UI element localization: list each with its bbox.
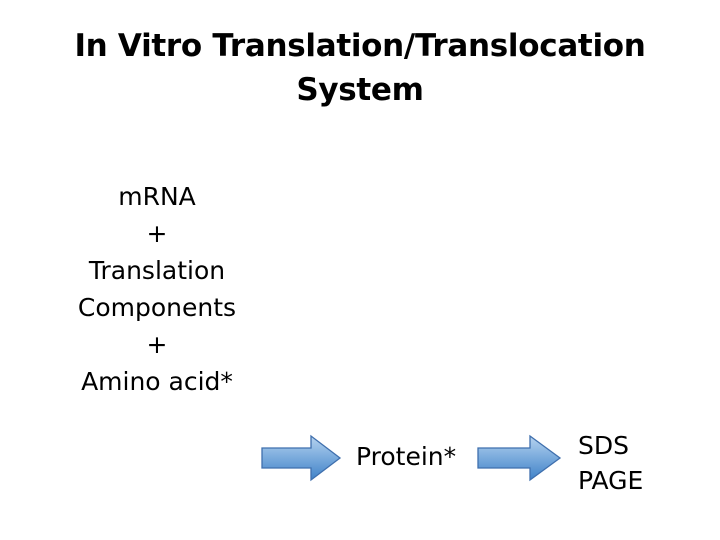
reagent-plus-2: + <box>146 330 168 359</box>
right-arrow-icon-2 <box>477 434 562 482</box>
right-arrow-icon <box>261 434 342 482</box>
page-title: In Vitro Translation/Translocation Syste… <box>74 28 646 108</box>
reagent-line-translation: Translation <box>88 256 226 285</box>
reagent-plus-1: + <box>146 219 168 248</box>
reagent-mixture-block: mRNA + Translation Components + Amino ac… <box>42 178 272 400</box>
protein-product-label: Protein* <box>356 442 457 471</box>
reagent-line-amino-acid: Amino acid* <box>81 367 233 396</box>
analysis-method-label: SDS PAGE <box>578 431 644 495</box>
reagent-line-components: Components <box>77 293 237 322</box>
process-flow-diagram: mRNA + Translation Components + Amino ac… <box>0 170 720 495</box>
reagent-line-mrna: mRNA <box>118 182 196 211</box>
